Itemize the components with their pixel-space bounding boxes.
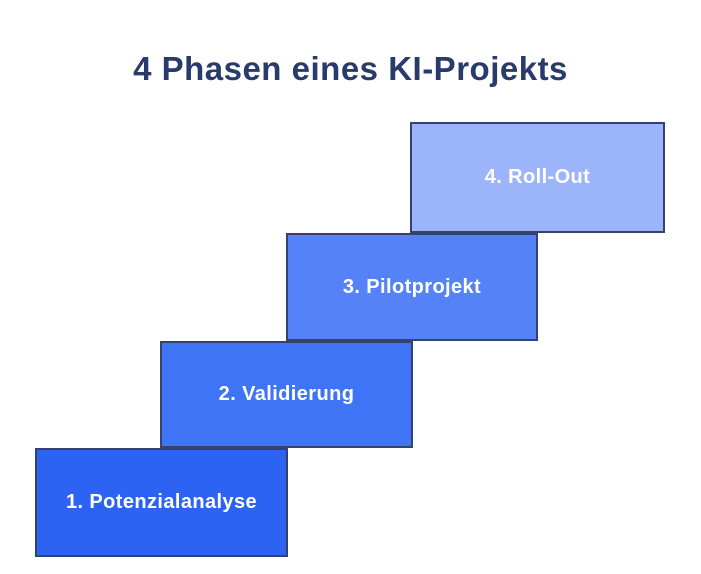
step-box-validierung: 2. Validierung — [160, 341, 413, 448]
step-label: 4. Roll-Out — [484, 166, 591, 188]
step-label: 3. Pilotprojekt — [342, 275, 482, 298]
page-title: 4 Phasen eines KI-Projekts — [133, 50, 568, 87]
step-box-rollout: 4. Roll-Out — [410, 122, 665, 233]
step-box-potenzialanalyse: 1. Potenzialanalyse — [35, 448, 288, 557]
step-box-pilotprojekt: 3. Pilotprojekt — [286, 233, 538, 341]
step-label: 1. Potenzialanalyse — [65, 491, 258, 513]
step-label: 2. Validierung — [218, 383, 355, 405]
